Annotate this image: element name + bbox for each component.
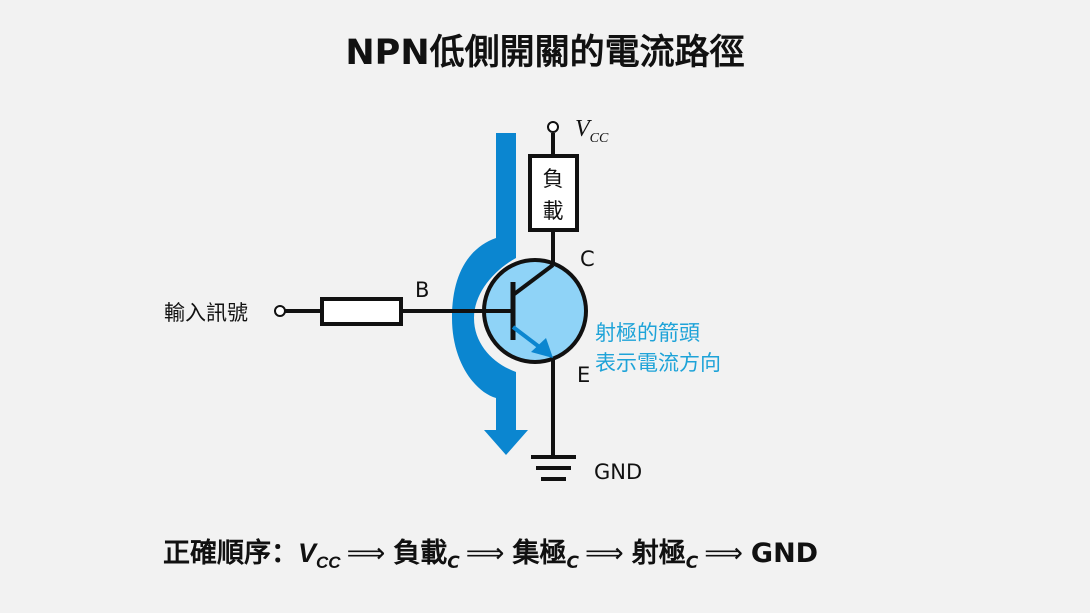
sequence-arrow-4: ⟹ [704,538,743,569]
sequence-arrow-3: ⟹ [584,538,624,569]
base-label: B [415,278,429,302]
sequence-gnd: GND [750,538,819,569]
page-title: NPN低側開關的電流路徑 [345,33,745,73]
sequence-load: 負載C [393,538,460,573]
sequence-emitter: 射極C [631,538,699,573]
ground-symbol [531,455,576,481]
collector-label: C [580,247,595,271]
input-signal-label: 輸入訊號 [164,301,248,325]
emitter-note-line1: 射極的箭頭 [595,321,700,345]
vcc-terminal [547,121,559,133]
load-label-line1: 負 [543,167,564,191]
current-flow-arrow [452,133,528,455]
vcc-label: VCC [575,116,609,146]
sequence-prefix: 正確順序： [163,538,298,569]
emitter-arrow [531,338,553,358]
load-resistor [528,154,579,232]
emitter-note-line2: 表示電流方向 [595,351,721,375]
sequence-arrow-1: ⟹ [346,538,386,569]
current-sequence: 正確順序：VCC⟹負載C⟹集極C⟹射極C⟹GND [163,531,818,573]
sequence-vcc: VCC [298,538,341,572]
load-label-line2: 載 [543,199,564,223]
emitter-label: E [577,363,590,387]
gnd-label: GND [594,460,642,484]
base-resistor [320,297,403,326]
sequence-collector: 集極C [512,538,579,573]
sequence-arrow-2: ⟹ [465,538,505,569]
input-terminal [274,305,286,317]
